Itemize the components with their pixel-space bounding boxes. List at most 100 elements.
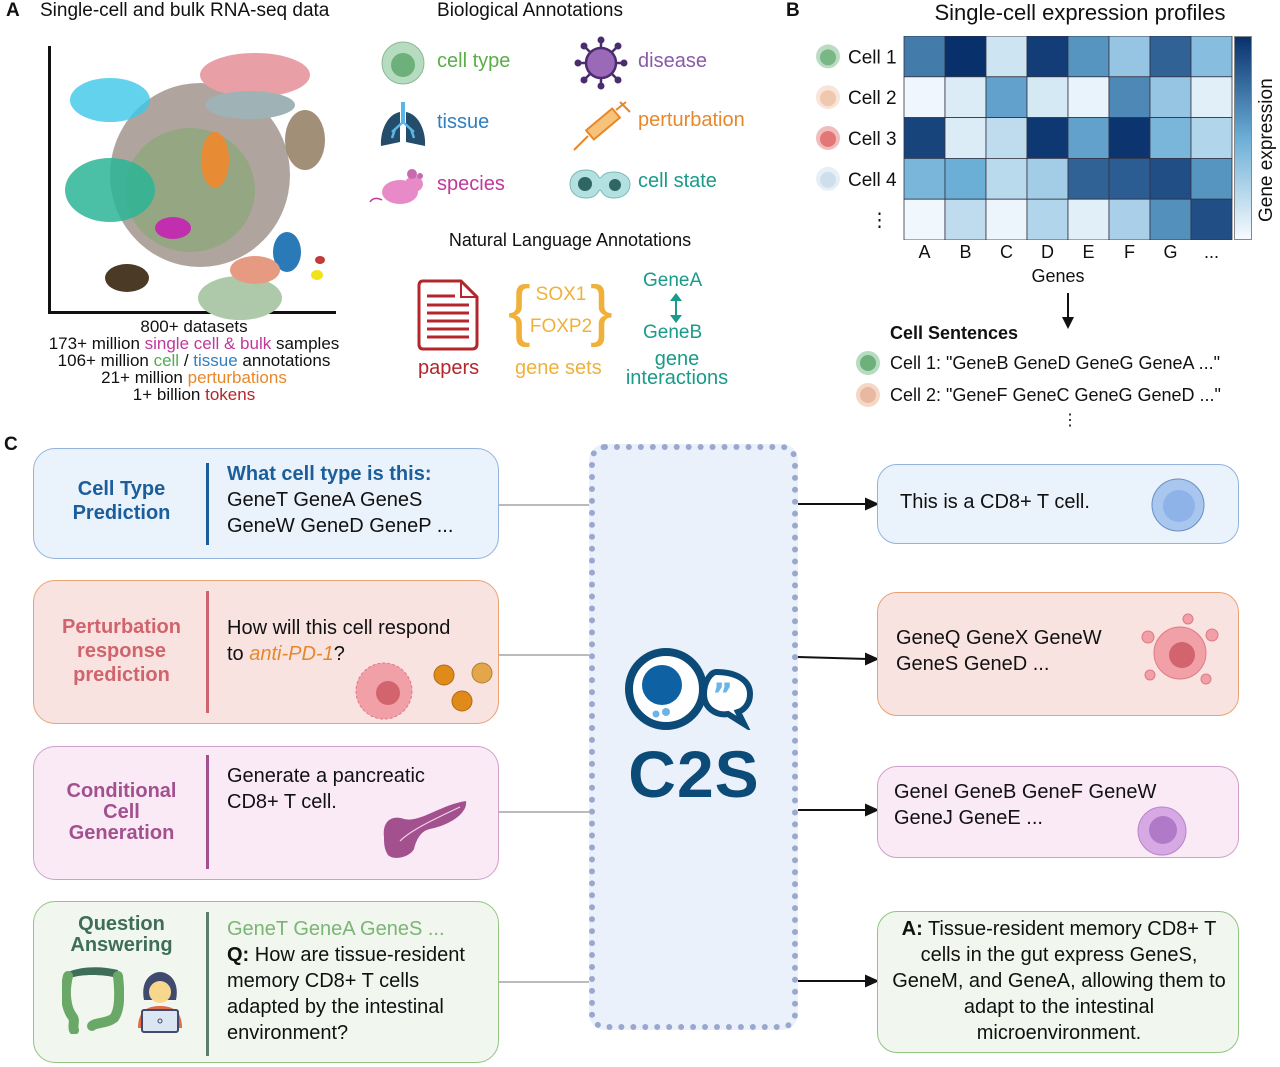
heatmap-cell [1108, 158, 1151, 200]
sentences-ellipsis: ⋮ [1062, 412, 1078, 429]
lungs-icon [380, 102, 426, 146]
gene-tick-label: B [959, 242, 972, 262]
umap-cluster-yellow [311, 270, 323, 280]
mouse-icon [369, 169, 423, 204]
umap-cluster-blue [273, 232, 301, 272]
task-label: Question Answering [70, 913, 173, 956]
heatmap-cell [1149, 158, 1192, 200]
task-prompt: GeneT GeneA GeneS ... Q: How are tissue-… [227, 916, 493, 1046]
output-text: A: Tissue-resident memory CD8+ T cells i… [892, 916, 1226, 1046]
task-divider [206, 912, 209, 1056]
heatmap-cell [903, 117, 946, 159]
gene-tick-label: A [918, 242, 931, 262]
task-prompt-line: to anti-PD-1? [227, 641, 450, 667]
cell-row-label: Cell 3 [848, 129, 897, 150]
task-divider [206, 755, 209, 869]
stats-line: 21+ million perturbations [24, 369, 364, 386]
heatmap-cell [985, 158, 1028, 200]
task-cell-type-prediction[interactable]: Cell Type Prediction What cell type is t… [33, 448, 499, 559]
bio-item-disease: disease [638, 50, 707, 72]
task-conditional-generation[interactable]: Conditional Cell Generation Generate a p… [33, 746, 499, 880]
task-prompt-line: GeneT GeneA GeneS [227, 489, 423, 511]
stats-segment: tissue [193, 351, 238, 370]
task-question-answering[interactable]: Question Answering GeneT GeneA GeneS ...… [33, 901, 499, 1063]
stats-segment: 106+ million [57, 351, 154, 370]
gene-set-sox1: SOX1 [535, 284, 587, 305]
panel-b-letter: B [786, 0, 800, 21]
intestine-icon [62, 967, 124, 1034]
heatmap-cell [985, 76, 1028, 118]
arrow-head [865, 803, 878, 817]
stats-segment: tokens [205, 385, 256, 404]
bio-item-cell-state: cell state [638, 170, 717, 192]
gene-tick-label: E [1082, 242, 1095, 262]
stats-line: 106+ million cell / tissue annotations [24, 352, 364, 369]
heatmap-cell [944, 198, 987, 240]
umap-plot [65, 53, 325, 320]
heatmap-cell [1149, 198, 1192, 240]
nl-annotations-title: Natural Language Annotations [448, 230, 692, 250]
output-text: This is a CD8+ T cell. [900, 491, 1090, 513]
output-text: GeneQ GeneX GeneW GeneS GeneD ... [896, 625, 1102, 677]
heatmap-cell [1108, 36, 1151, 78]
svg-text:”: ” [712, 676, 733, 714]
syringe-icon [573, 101, 631, 151]
stats-segment: 800+ datasets [140, 317, 248, 336]
colorbar-label: Gene expression [1256, 78, 1277, 222]
task-label: Cell Type Prediction [72, 478, 171, 524]
cell-row-label: Cell 1 [848, 47, 897, 68]
task-prompt: Generate a pancreatic CD8+ T cell. [227, 763, 425, 815]
stats-segment: 1+ billion [132, 385, 206, 404]
person-laptop-icon [138, 972, 182, 1033]
heatmap-cell [903, 158, 946, 200]
connector-line [499, 504, 591, 506]
heatmap-cell [1190, 198, 1233, 240]
prompt-question-mark: ? [333, 643, 345, 665]
task-label: Perturbation response prediction [62, 616, 181, 686]
task-prompt: What cell type is this: GeneT GeneA Gene… [227, 461, 453, 539]
panel-b-title: Single-cell expression profiles [934, 0, 1226, 25]
heatmap-cell [1067, 158, 1110, 200]
umap-cluster-teal [65, 158, 155, 222]
task-prompt-line: GeneW GeneD GeneP ... [227, 515, 454, 537]
task-prompt-line: CD8+ T cell. [227, 791, 337, 813]
gene-tick-label: D [1041, 242, 1054, 262]
stats-segment: perturbations [187, 368, 287, 387]
output-generation: GeneI GeneB GeneF GeneW GeneJ GeneE ... [877, 766, 1239, 858]
heatmap-cell [1108, 117, 1151, 159]
c2s-logo-icon: ” [625, 648, 754, 730]
tumor-cell-with-antibodies-icon [355, 662, 493, 720]
stats-segment: samples [271, 334, 340, 353]
umap-cluster-brown [285, 110, 325, 170]
panel-c-letter: C [4, 434, 18, 455]
dying-tumor-cell-icon [1141, 613, 1219, 685]
heatmap-cell [944, 117, 987, 159]
stats-line: 800+ datasets [24, 318, 364, 335]
arrow-head [865, 974, 878, 988]
stats-line: 173+ million single cell & bulk samples [24, 335, 364, 352]
stats-segment: / [179, 351, 194, 370]
gene-tick-label: C [1000, 242, 1013, 262]
cell-sentence-2: Cell 2: "GeneF GeneC GeneG GeneD ..." [890, 385, 1221, 405]
cell-dot-icon [820, 131, 836, 147]
output-line: GeneS GeneD ... [896, 653, 1050, 675]
output-line: GeneQ GeneX GeneW [896, 627, 1102, 649]
bio-item-species: species [437, 173, 505, 195]
task-divider [206, 463, 209, 545]
heatmap-cell [1026, 76, 1069, 118]
heatmap-cell [1067, 198, 1110, 240]
cell-icon [381, 41, 425, 85]
genes-axis-label: Genes [1031, 266, 1085, 286]
task-perturbation-response[interactable]: Perturbation response prediction How wil… [33, 580, 499, 724]
arrow-head [865, 652, 878, 666]
papers-label: papers [418, 357, 480, 379]
umap-cluster-pink-top [200, 53, 310, 97]
c2s-model-name: C2S [628, 737, 760, 811]
stats-segment: 21+ million [101, 368, 188, 387]
heatmap-cell [1108, 76, 1151, 118]
gene-set-foxp2: FOXP2 [529, 316, 593, 337]
bio-item-cell-type: cell type [437, 50, 511, 72]
gene-interactions-line-2: interactions [625, 367, 729, 389]
brace-left-icon: { [508, 272, 531, 348]
gene-tick-label: G [1163, 242, 1178, 262]
